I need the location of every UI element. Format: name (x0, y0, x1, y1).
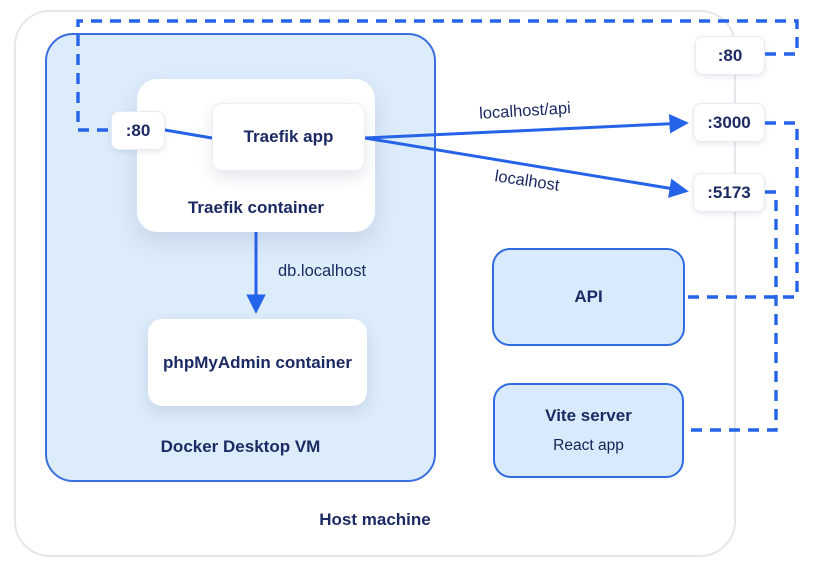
host-port-80: :80 (695, 36, 765, 75)
host-machine-label: Host machine (319, 510, 431, 529)
host-port-3000: :3000 (693, 103, 765, 142)
traefik-container-label: Traefik container (187, 198, 325, 217)
edge-dashed-3000-to-api (686, 121, 799, 299)
host-port-5173: :5173 (693, 173, 765, 212)
vite-server-node: Vite server React app (493, 383, 684, 478)
edge-traefik-to-5173 (364, 136, 689, 198)
edge-label-db-localhost: db.localhost (277, 262, 367, 280)
traefik-app-node: Traefik app (212, 103, 365, 171)
vite-server-title: Vite server (545, 406, 632, 425)
edge-traefik-to-3000 (364, 114, 689, 140)
host-port-5173-label: :5173 (707, 182, 751, 202)
api-node: API (492, 248, 685, 346)
edge-port80-to-traefik (163, 128, 214, 140)
react-app-subtitle: React app (553, 437, 624, 454)
edge-dashed-host80-to-vm80 (76, 19, 799, 132)
phpmyadmin-label: phpMyAdmin container (163, 352, 352, 372)
host-port-80-label: :80 (717, 45, 743, 65)
api-label: API (574, 287, 603, 306)
edge-dashed-5173-to-vite (686, 190, 778, 432)
host-port-3000-label: :3000 (707, 112, 751, 132)
vm-port-80-label: :80 (125, 120, 151, 140)
traefik-app-label: Traefik app (243, 127, 334, 146)
docker-vm-label: Docker Desktop VM (160, 437, 321, 456)
phpmyadmin-node: phpMyAdmin container (148, 319, 367, 406)
vm-port-80: :80 (111, 111, 165, 150)
